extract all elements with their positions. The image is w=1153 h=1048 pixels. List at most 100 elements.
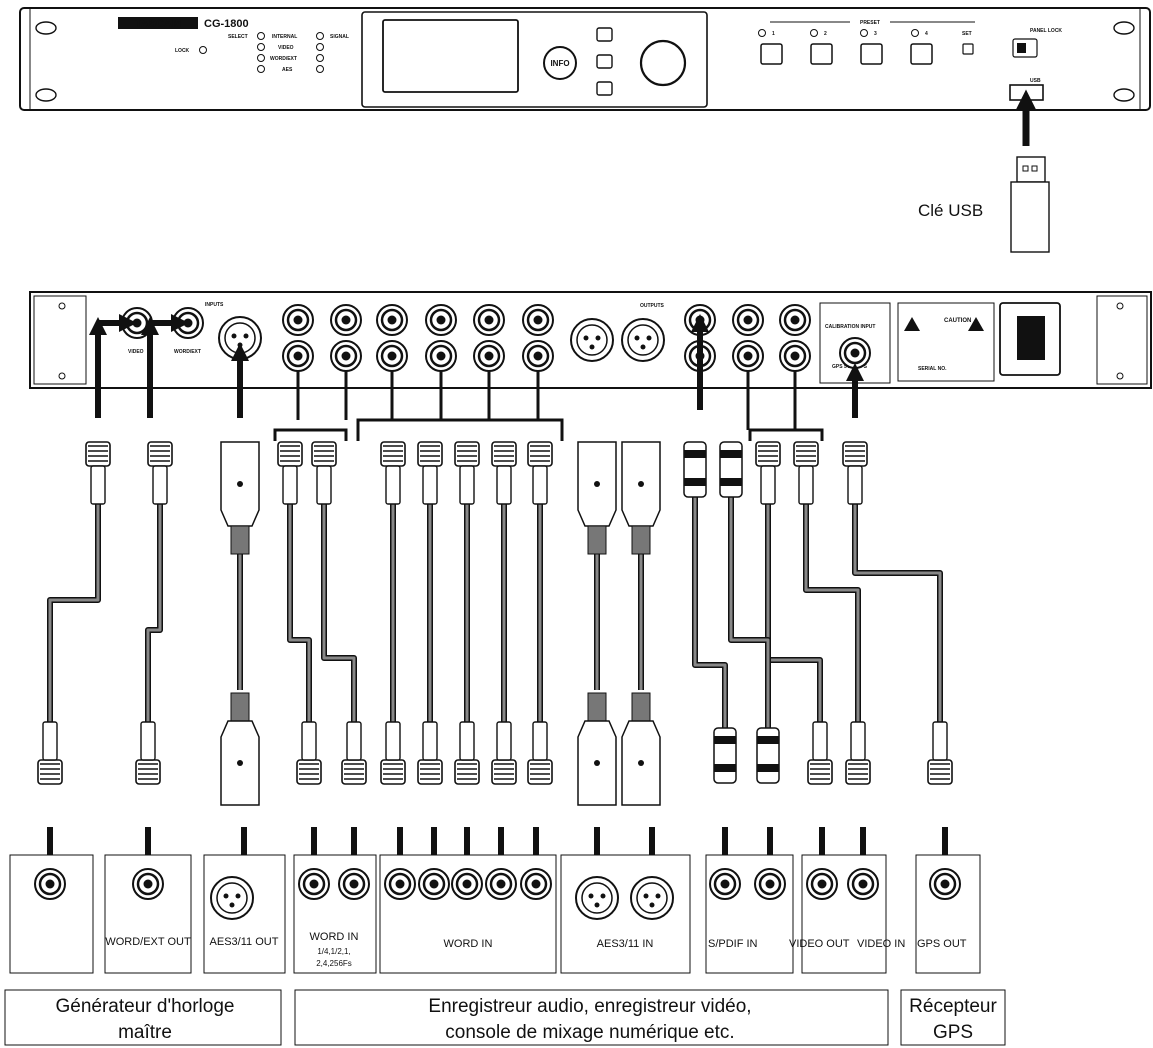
cable-outline — [765, 504, 823, 722]
preset-3-button[interactable] — [860, 43, 883, 65]
preset-number-2: 2 — [824, 31, 827, 37]
video-in-label: VIDEO — [128, 349, 144, 355]
bnc-jack — [418, 868, 450, 900]
bnc-jack — [485, 868, 517, 900]
cable-outline — [852, 504, 943, 722]
xlr-jack — [575, 876, 619, 920]
jog-wheel[interactable] — [639, 39, 687, 87]
preset-number-1: 1 — [772, 31, 775, 37]
bnc-jack — [520, 868, 552, 900]
jack-pin — [765, 879, 775, 889]
xlr-pin — [231, 333, 237, 339]
plug-band — [720, 478, 742, 486]
plug-boot — [532, 721, 548, 761]
bnc-plug — [380, 721, 406, 785]
device-word-in-2-label: WORD IN — [444, 938, 493, 950]
set-button[interactable] — [962, 43, 974, 55]
xlr-pin — [589, 344, 595, 350]
bnc-jack — [473, 304, 505, 336]
cable-core — [804, 504, 860, 722]
bnc-jack — [425, 304, 457, 336]
plug-boot — [798, 465, 814, 505]
jack-pin — [462, 879, 472, 889]
xlr-plug — [577, 692, 617, 806]
jack-pin — [293, 351, 303, 361]
jack-pin — [436, 351, 446, 361]
caption-boxes — [4, 989, 1006, 1046]
cable-core — [853, 504, 942, 722]
bnc-jack — [330, 340, 362, 372]
xlr-plug — [621, 692, 661, 806]
rca-plug — [713, 727, 737, 784]
cable-outline — [728, 497, 771, 728]
jack-pin — [436, 315, 446, 325]
device-word-in-1-sub-1: 1/4,1/2,1, — [317, 947, 350, 956]
info-button[interactable] — [543, 46, 577, 80]
plug-strain — [631, 525, 651, 555]
preset-1-button[interactable] — [760, 43, 783, 65]
preset-4-button[interactable] — [910, 43, 933, 65]
cable-outline — [692, 497, 728, 728]
bnc-plug — [454, 721, 480, 785]
plug-boot — [316, 465, 332, 505]
jack-pin — [531, 879, 541, 889]
rca-plug — [756, 727, 780, 784]
jack-pin — [817, 879, 827, 889]
xlr-pin — [600, 893, 606, 899]
source-video: VIDEO — [278, 45, 294, 51]
plug-strain — [230, 692, 250, 722]
xlr-pin — [655, 893, 661, 899]
select-label: SELECT — [228, 34, 248, 40]
jack-pin — [132, 318, 142, 328]
bnc-plug — [277, 441, 303, 505]
bnc-plug — [527, 721, 553, 785]
usb-key-label: Clé USB — [918, 201, 983, 220]
front-panel: TASCAM CG-1800 LOCK SELECT SIGNAL INTERN… — [19, 7, 1151, 146]
jack-pin — [341, 315, 351, 325]
bnc-plug — [296, 721, 322, 785]
xlr-inner — [636, 882, 668, 914]
xlr-pin — [229, 902, 235, 908]
bnc-jack — [425, 340, 457, 372]
bnc-jack — [929, 868, 961, 900]
jack-pin — [395, 879, 405, 889]
plug-boot — [42, 721, 58, 761]
bnc-jack — [522, 304, 554, 336]
plug-boot — [385, 721, 401, 761]
xlr-inner — [224, 322, 256, 354]
bnc-jack — [298, 868, 330, 900]
plug-boot — [459, 465, 475, 505]
caption-gps-line-2: GPS — [933, 1022, 973, 1043]
xlr-pin — [649, 902, 655, 908]
panel-lock-label: PANEL LOCK — [1030, 28, 1062, 34]
preset-2-button[interactable] — [810, 43, 833, 65]
xlr-plug — [621, 441, 661, 555]
xlr-pin — [223, 893, 229, 899]
xlr-jack — [570, 318, 614, 362]
xlr-pin — [243, 333, 249, 339]
bnc-jack — [384, 868, 416, 900]
xlr-jack — [630, 876, 674, 920]
rca-plug — [719, 441, 743, 498]
bnc-jack — [806, 868, 838, 900]
bnc-jack — [338, 868, 370, 900]
plug-boot — [847, 465, 863, 505]
plug-dot — [237, 481, 243, 487]
bnc-plug — [491, 721, 517, 785]
bnc-plug — [807, 721, 833, 785]
plug-dot — [638, 481, 644, 487]
bnc-plug — [417, 721, 443, 785]
bnc-plug — [454, 441, 480, 505]
plug-dot — [237, 760, 243, 766]
word-ext-in-label: WORD/EXT — [174, 349, 201, 355]
xlr-pin — [588, 893, 594, 899]
plug-boot — [760, 465, 776, 505]
preset-number-4: 4 — [925, 31, 928, 37]
cable-outline — [321, 504, 357, 722]
xlr-plug — [577, 441, 617, 555]
bnc-plug — [842, 441, 868, 505]
calibration-input-label: CALIBRATION INPUT — [825, 324, 875, 330]
plug-band — [714, 764, 736, 772]
bnc-plug — [341, 721, 367, 785]
